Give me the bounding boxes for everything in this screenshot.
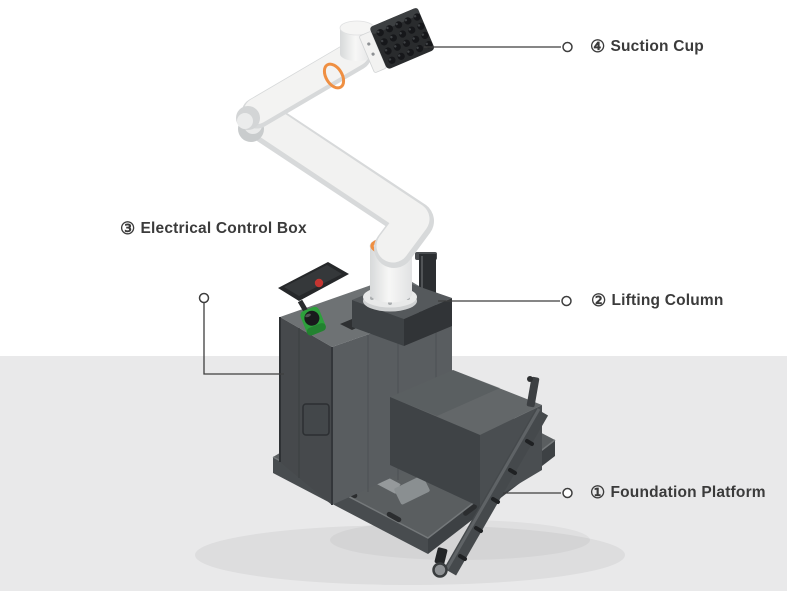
leader-lines (198, 41, 573, 499)
label-number: ④ (590, 37, 606, 56)
control-panel (278, 262, 349, 336)
green-button (300, 306, 326, 336)
label-number: ② (591, 291, 607, 310)
label-text: Foundation Platform (610, 484, 766, 501)
label-text: Lifting Column (611, 292, 724, 309)
leader-electrical-control-box (198, 292, 284, 375)
leader-suction-cup (424, 41, 573, 53)
leader-dot (561, 295, 572, 307)
label-text: Electrical Control Box (140, 220, 307, 237)
orange-ring-wrist (322, 62, 346, 90)
leader-dot (562, 41, 573, 53)
leader-foundation-platform (503, 487, 573, 499)
label-text: Suction Cup (610, 38, 704, 55)
label-number: ③ (120, 219, 136, 238)
suction-cup-array (359, 8, 434, 73)
red-button (314, 278, 324, 288)
label-number: ① (590, 483, 606, 502)
side-rail (432, 376, 549, 578)
caster-fork (434, 547, 448, 565)
cabinet-door (302, 403, 330, 436)
leader-dot (198, 292, 210, 304)
leader-dot (562, 487, 573, 499)
caster-wheel (432, 562, 448, 578)
leader-lifting-column (438, 295, 572, 307)
robot-arm (236, 20, 434, 312)
